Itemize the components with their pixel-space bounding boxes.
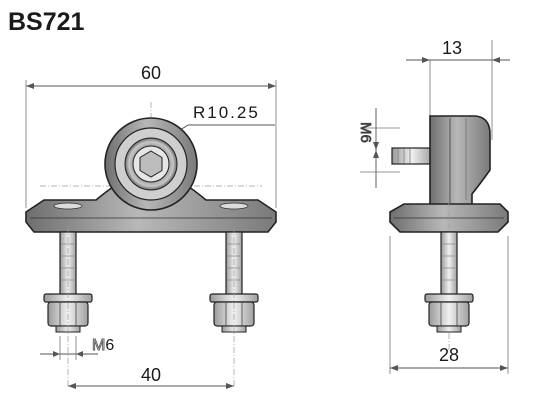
- side-body: [429, 115, 491, 207]
- thread-letter: M: [92, 337, 105, 354]
- drawing-title: BS721: [8, 8, 85, 36]
- depth-dimension: 13: [442, 38, 462, 58]
- side-view: 13 M6: [357, 38, 510, 374]
- thread-number: 6: [105, 337, 114, 354]
- svg-text:M6: M6: [92, 337, 114, 354]
- side-thread-dimension: M6: [357, 122, 374, 143]
- side-bolt: [424, 231, 474, 333]
- hole-spacing-dimension: 40: [141, 365, 161, 385]
- radius-dimension: R10.25: [193, 103, 260, 122]
- width-dimension: 60: [141, 63, 161, 83]
- front-view: 60 R10.25: [25, 63, 277, 389]
- base-dimension: 28: [439, 345, 459, 365]
- hex-socket-icon: [139, 150, 163, 178]
